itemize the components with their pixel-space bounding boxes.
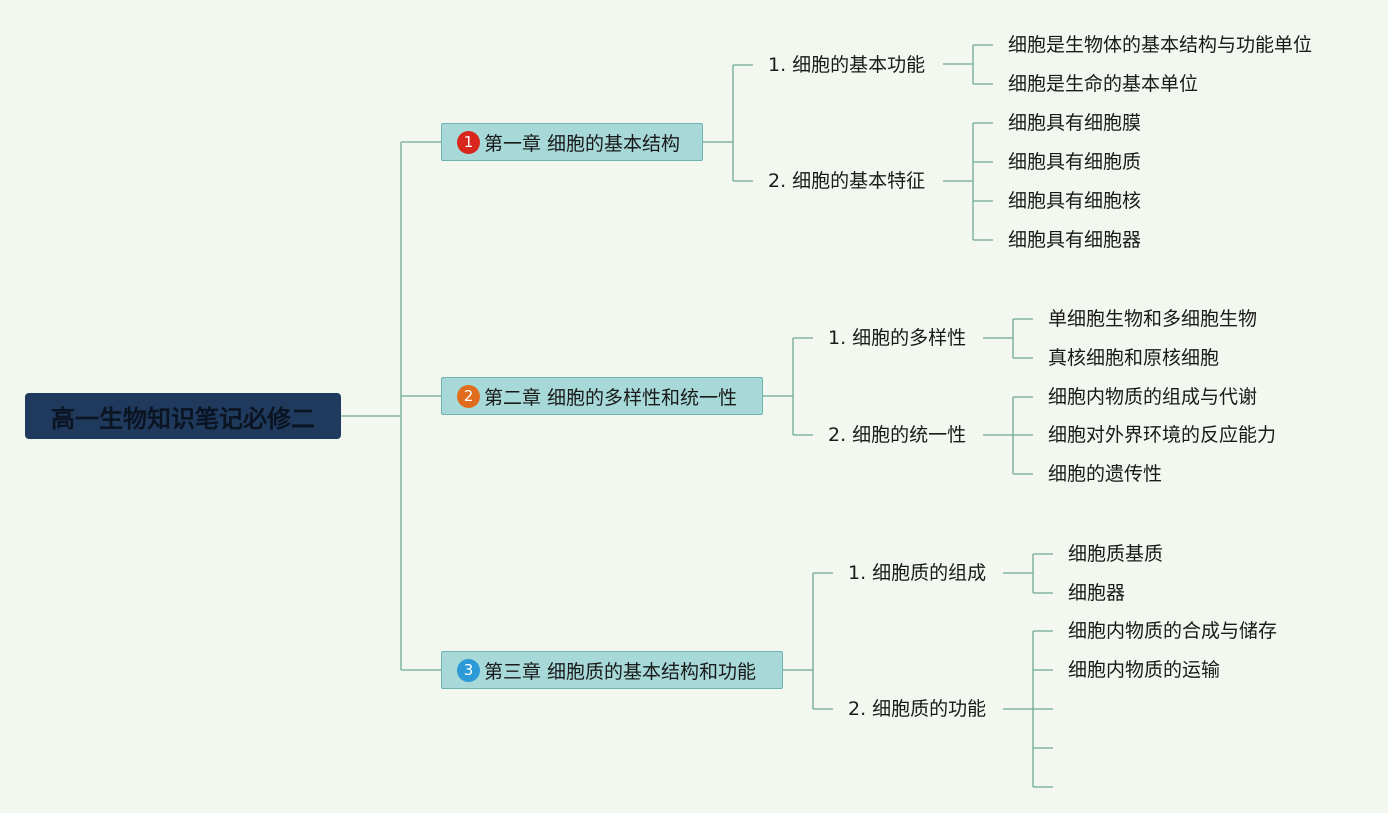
chapter-2-topic[interactable]: 2 第二章 细胞的多样性和统一性: [441, 377, 763, 415]
leaf-topic[interactable]: 细胞器: [1068, 582, 1126, 604]
leaf-topic[interactable]: 细胞具有细胞膜: [1008, 112, 1142, 134]
chapter-1-section-2[interactable]: 2. 细胞的基本特征: [768, 170, 926, 192]
priority-3-icon: 3: [457, 658, 480, 682]
leaf-topic[interactable]: 细胞对外界环境的反应能力: [1048, 424, 1277, 446]
leaf-topic[interactable]: 细胞内物质的运输: [1068, 659, 1221, 681]
chapter-1-section-1[interactable]: 1. 细胞的基本功能: [768, 54, 926, 76]
leaf-topic[interactable]: 细胞是生物体的基本结构与功能单位: [1008, 34, 1313, 56]
chapter-3-section-2[interactable]: 2. 细胞质的功能: [848, 698, 987, 720]
chapter-3-section-1[interactable]: 1. 细胞质的组成: [848, 562, 987, 584]
chapter-3-topic[interactable]: 3 第三章 细胞质的基本结构和功能: [441, 651, 783, 689]
chapter-2-label: 第二章 细胞的多样性和统一性: [484, 386, 738, 409]
leaf-topic[interactable]: 单细胞生物和多细胞生物: [1048, 308, 1258, 330]
leaf-topic[interactable]: 细胞具有细胞器: [1008, 229, 1142, 251]
priority-1-icon: 1: [457, 130, 480, 154]
chapter-1-topic[interactable]: 1 第一章 细胞的基本结构: [441, 123, 703, 161]
priority-2-icon: 2: [457, 384, 480, 408]
chapter-2-section-2[interactable]: 2. 细胞的统一性: [828, 424, 967, 446]
root-topic[interactable]: 高一生物知识笔记必修二: [25, 393, 341, 439]
leaf-topic[interactable]: 细胞内物质的组成与代谢: [1048, 386, 1258, 408]
chapter-1-label: 第一章 细胞的基本结构: [484, 132, 681, 155]
leaf-topic[interactable]: 细胞具有细胞核: [1008, 190, 1142, 212]
leaf-topic[interactable]: 细胞质基质: [1068, 543, 1164, 565]
leaf-topic[interactable]: 细胞的遗传性: [1048, 463, 1163, 485]
leaf-topic[interactable]: 真核细胞和原核细胞: [1048, 347, 1220, 369]
chapter-2-section-1[interactable]: 1. 细胞的多样性: [828, 327, 967, 349]
leaf-topic[interactable]: 细胞具有细胞质: [1008, 151, 1142, 173]
leaf-topic[interactable]: 细胞是生命的基本单位: [1008, 73, 1199, 95]
leaf-topic[interactable]: 细胞内物质的合成与储存: [1068, 620, 1278, 642]
chapter-3-label: 第三章 细胞质的基本结构和功能: [484, 660, 757, 683]
root-topic-label: 高一生物知识笔记必修二: [51, 404, 315, 433]
